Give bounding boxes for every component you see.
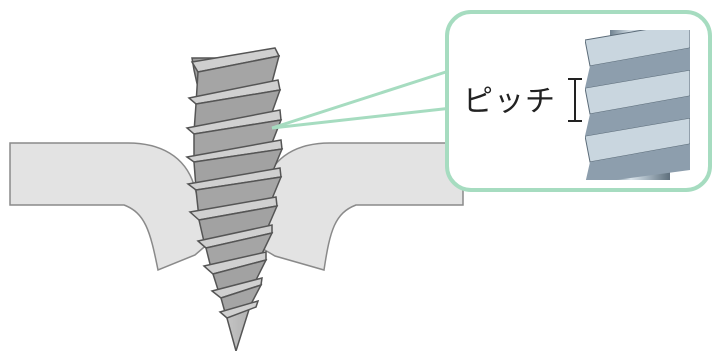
pitch-label: ピッチ [463, 82, 556, 122]
screw-closeup-photo [585, 22, 690, 184]
right-metal-sheet [258, 143, 463, 270]
screw-threads [187, 48, 282, 318]
left-metal-sheet [10, 143, 210, 270]
callout-pointer [272, 70, 452, 128]
